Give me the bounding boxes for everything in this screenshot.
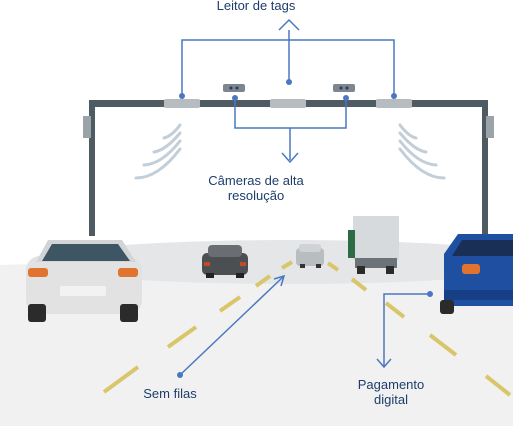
distant-car bbox=[296, 244, 324, 268]
gantry-right-pole bbox=[482, 100, 488, 240]
gantry bbox=[83, 100, 494, 240]
gantry-right-pole-plate bbox=[486, 116, 494, 138]
truck bbox=[348, 216, 399, 274]
label-cameras-line1: Câmeras de alta bbox=[208, 173, 304, 188]
connector-dots bbox=[177, 79, 433, 378]
signal-waves-icon bbox=[134, 123, 446, 180]
label-tag-reader: Leitor de tags bbox=[216, 0, 296, 13]
label-cameras-line2: resolução bbox=[227, 188, 285, 203]
label-payment: Pagamento digital bbox=[336, 377, 446, 407]
label-cameras: Câmeras de alta resolução bbox=[196, 173, 316, 203]
camera-icon bbox=[223, 84, 355, 92]
blue-car bbox=[440, 234, 513, 314]
bracket-connector-icon bbox=[179, 18, 430, 376]
lane-markings bbox=[102, 260, 512, 397]
white-car bbox=[26, 240, 142, 322]
gantry-left-pole bbox=[89, 100, 95, 236]
gantry-left-pole-plate bbox=[83, 116, 91, 138]
label-no-queues: Sem filas bbox=[143, 386, 197, 401]
tag-reader-icon bbox=[164, 99, 412, 108]
dark-car bbox=[202, 245, 248, 278]
label-payment-line2: digital bbox=[374, 392, 408, 407]
label-payment-line1: Pagamento bbox=[357, 377, 425, 392]
